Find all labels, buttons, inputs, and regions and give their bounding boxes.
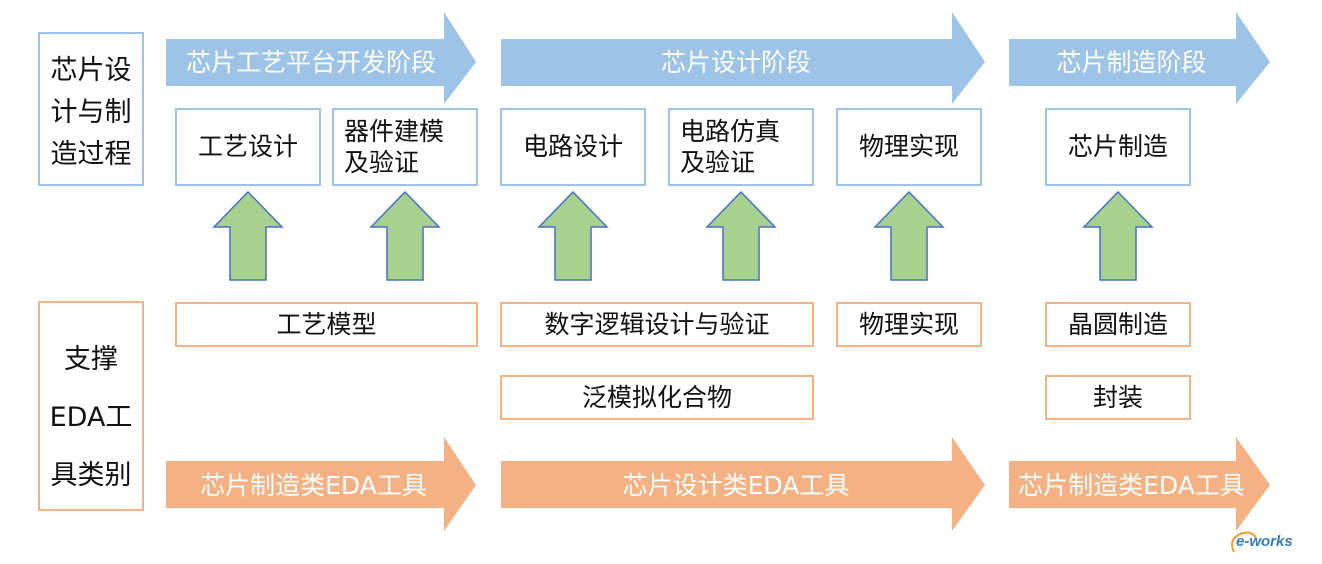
stage-arrow-2	[501, 12, 985, 104]
process-box-process-design: 工艺设计	[175, 108, 321, 186]
stage-arrow-3	[1009, 12, 1270, 104]
process-box-chip-manufacturing: 芯片制造	[1045, 108, 1191, 186]
tools-line-2: EDA工	[49, 402, 133, 433]
stage-arrow-1	[166, 12, 476, 104]
process-box-device-modeling: 器件建模 及验证	[332, 108, 478, 186]
tool-arrow-2	[501, 437, 985, 531]
process-line-2: 计与制	[50, 97, 132, 128]
process-panel: 芯片设 计与制 造过程	[38, 32, 144, 186]
process-box-circuit-design: 电路设计	[500, 108, 646, 186]
up-arrow-2	[369, 190, 441, 281]
up-arrow-4	[705, 190, 777, 281]
tool-arrow-1	[166, 437, 476, 531]
tool-category-label-3: 芯片制造类EDA工具	[1018, 471, 1245, 500]
stage-label-1: 芯片工艺平台开发阶段	[185, 48, 436, 77]
tool-box-packaging: 封装	[1045, 375, 1191, 420]
tool-box-process-model: 工艺模型	[175, 302, 478, 347]
eworks-logo-text: e-works	[1236, 533, 1293, 550]
tool-category-label-2: 芯片设计类EDA工具	[622, 471, 850, 500]
process-line-1: 芯片设	[50, 55, 132, 86]
tool-box-physical-implementation: 物理实现	[836, 302, 982, 347]
up-arrow-5	[873, 190, 945, 281]
tool-category-label-1: 芯片制造类EDA工具	[200, 471, 427, 500]
up-arrow-3	[537, 190, 609, 281]
tool-arrow-3	[1009, 437, 1270, 531]
tool-box-wafer-manufacturing: 晶圆制造	[1045, 302, 1191, 347]
tools-panel: 支撑 EDA工 具类别	[38, 301, 144, 511]
eworks-logo-mark: e-works	[1231, 531, 1293, 553]
up-arrow-6	[1082, 190, 1154, 281]
eworks-logo: e-works	[1226, 526, 1316, 558]
stage-label-3: 芯片制造阶段	[1056, 48, 1207, 77]
tool-box-digital-logic: 数字逻辑设计与验证	[500, 302, 814, 347]
process-box-circuit-simulation: 电路仿真 及验证	[668, 108, 814, 186]
tools-line-3: 具类别	[50, 460, 132, 491]
tools-line-1: 支撑	[64, 344, 118, 375]
process-box-physical-implementation: 物理实现	[836, 108, 982, 186]
tool-box-analog-compound: 泛模拟化合物	[500, 375, 814, 420]
process-line-3: 造过程	[50, 139, 132, 170]
up-arrow-1	[212, 190, 284, 281]
stage-label-2: 芯片设计阶段	[660, 48, 811, 77]
